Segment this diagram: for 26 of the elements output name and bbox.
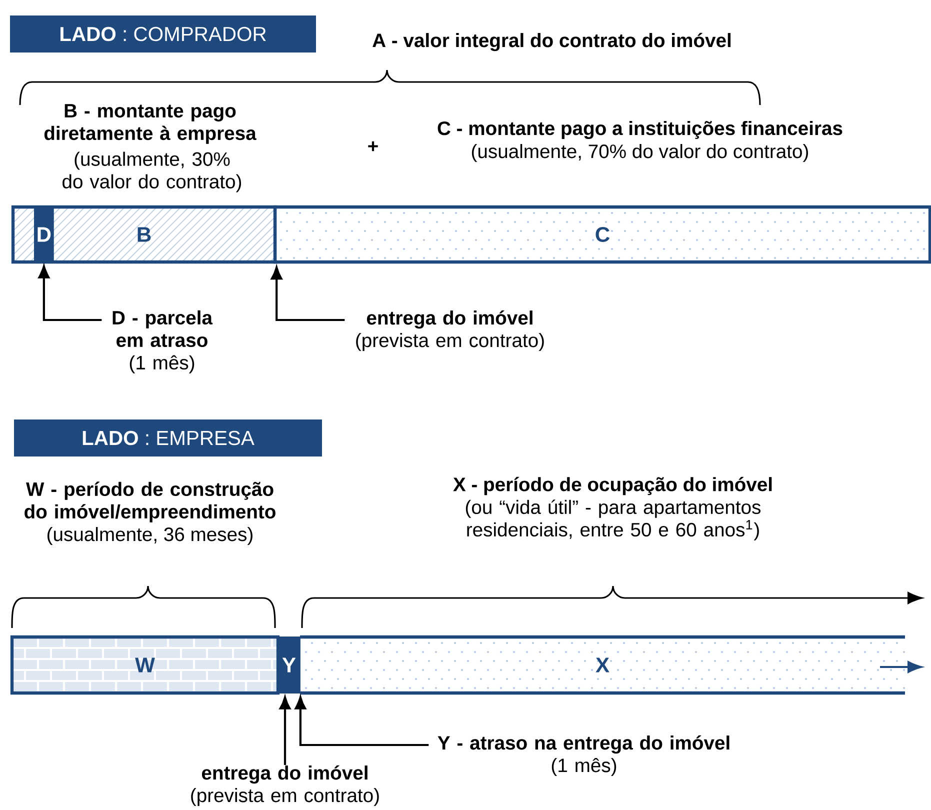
label-text: C - montante pago a instituições financeiras xyxy=(438,120,842,140)
label-text: W - período de construção do imóvel/empreendimento xyxy=(24,482,276,522)
leader-arrow xyxy=(294,696,429,746)
bar-segment: W xyxy=(10,635,280,695)
section-header: LADO : EMPRESA xyxy=(14,420,322,456)
label-text: X - período de ocupação do imóvel xyxy=(453,476,772,496)
bar-segment: C xyxy=(273,205,931,264)
label-text: A - valor integral do contrato do imóvel xyxy=(372,32,731,52)
label-text: B - montante pago diretamente à empresa xyxy=(44,104,256,144)
leader-arrow xyxy=(279,696,291,765)
bar-segment: X xyxy=(300,635,905,695)
leader-arrow xyxy=(38,265,102,322)
label-text: (usualmente, 30% do valor do contrato) xyxy=(62,152,242,192)
note-text: D - parcela em atraso (1 mês) xyxy=(112,310,213,374)
leader-arrow xyxy=(270,266,345,322)
label-text: (usualmente, 36 meses) xyxy=(48,527,252,545)
note-text: entrega do imóvel (prevista em contrato) xyxy=(191,765,379,806)
label-text: (ou “vida útil” - para apartamentos residenciais, entre 50 e 60 anos$^{1}$) xyxy=(466,500,760,540)
marker-segment: Y xyxy=(278,636,300,694)
label-text: + xyxy=(368,141,378,152)
label-text: (usualmente, 70% do valor do contrato) xyxy=(472,144,808,162)
marker-segment: D xyxy=(34,206,54,262)
node-label: X xyxy=(596,658,610,672)
note-text: entrega do imóvel (prevista em contrato) xyxy=(356,310,544,352)
note-text: Y - atraso na entrega do imóvel (1 mês) xyxy=(438,735,730,776)
section-header: LADO : COMPRADOR xyxy=(10,16,316,52)
